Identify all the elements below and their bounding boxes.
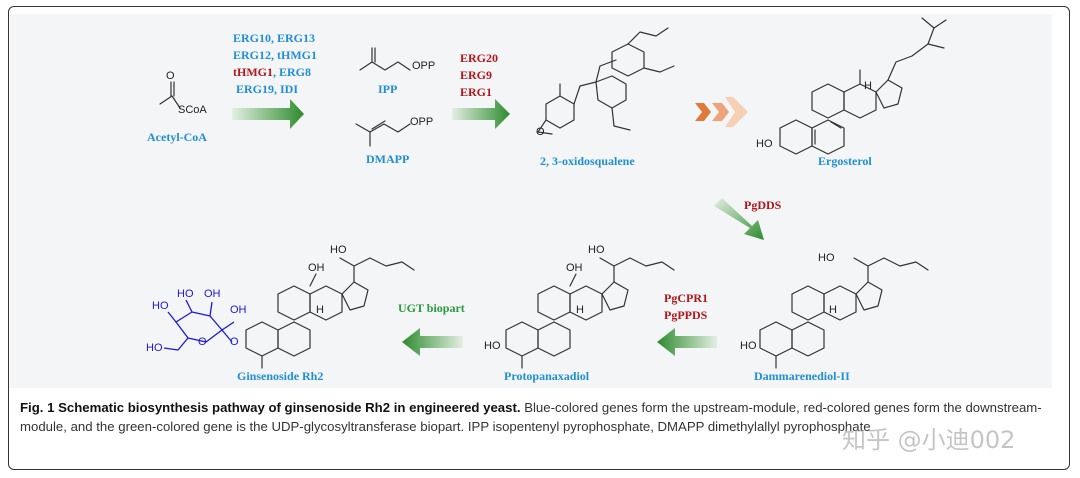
atom-opp-ipp: OPP	[412, 60, 436, 72]
watermark: 知乎 @小迪002	[842, 426, 1016, 454]
gene-pgppds: PgPPDS	[664, 308, 708, 322]
arrow-ergosterol	[695, 97, 748, 127]
gene-erg1: ERG1	[460, 85, 493, 99]
compound-dammarenediol: Dammarenediol-II	[754, 369, 850, 383]
caption-title: Fig. 1 Schematic biosynthesis pathway of…	[20, 400, 521, 415]
atom-o-glycosidic: O	[230, 336, 239, 348]
gene-line-1: ERG10, ERG13	[233, 31, 316, 45]
arrow-upstream	[232, 99, 304, 129]
atom-h-ppd: H	[576, 304, 584, 316]
caption-body: Blue-colored genes form the upstream-mod…	[20, 400, 1042, 434]
atom-o-epoxide: O	[536, 126, 545, 138]
acetyl-coa-structure	[159, 81, 181, 109]
arrow-downstream	[452, 99, 510, 129]
atom-h-rh2: H	[316, 304, 324, 316]
atom-o-carbonyl: O	[166, 70, 175, 82]
compound-acetyl-coa: Acetyl-CoA	[147, 130, 207, 144]
atom-h-dammarenediol: H	[829, 304, 837, 316]
atom-ho-ppd: HO	[484, 340, 501, 352]
atom-ho-ppd-side: HO	[588, 244, 605, 256]
arrow-ugt	[402, 328, 463, 356]
atom-ho-ergosterol: HO	[756, 138, 773, 150]
dmapp-structure	[355, 120, 411, 147]
atom-oh-glucose-2: OH	[204, 288, 221, 300]
atom-opp-dmapp: OPP	[410, 116, 434, 128]
atom-ho-glucose-4: HO	[152, 300, 169, 312]
compound-oxidosqualene: 2, 3-oxidosqualene	[540, 154, 635, 168]
atom-ho-rh2-side: HO	[330, 244, 347, 256]
atom-oh-glucose-3: OH	[230, 304, 247, 316]
atom-ho-dammarenediol: HO	[740, 340, 757, 352]
diagram-panel	[10, 14, 1052, 388]
ergosterol-structure	[779, 17, 947, 155]
atom-o-ring: O	[198, 336, 207, 348]
gene-erg20: ERG20	[460, 51, 499, 65]
protopanaxadiol-structure	[505, 257, 675, 369]
oxidosqualene-structure	[537, 27, 675, 135]
compound-ergosterol: Ergosterol	[818, 154, 872, 168]
gene-ugt-biopart: UGT biopart	[398, 301, 465, 315]
cpr-gene-list: PgCPR1 PgPPDS	[664, 290, 708, 324]
atom-oh-ppd: OH	[566, 262, 583, 274]
atom-oh-rh2: OH	[308, 262, 325, 274]
ipp-structure	[359, 47, 411, 71]
gene-erg9: ERG9	[460, 68, 493, 82]
dammarenediol-structure	[759, 257, 929, 369]
figure-caption: Fig. 1 Schematic biosynthesis pathway of…	[20, 398, 1060, 436]
compound-dmapp: DMAPP	[366, 152, 410, 166]
gene-line-2: ERG12, tHMG1	[233, 48, 317, 62]
gene-pgdds: PgDDS	[744, 198, 782, 212]
ginsenoside-aglycone-structure	[245, 257, 415, 369]
atom-h-ergosterol: H	[864, 80, 872, 92]
atom-ho-glucose-5: HO	[146, 342, 163, 354]
atom-ho-dammarenediol-side: HO	[818, 252, 835, 264]
compound-ipp: IPP	[378, 82, 398, 96]
upstream-gene-list: ERG10, ERG13 ERG12, tHMG1 tHMG1, ERG8 ER…	[233, 30, 317, 98]
gene-erg8: , ERG8	[273, 65, 312, 79]
glucose-structure	[163, 299, 235, 351]
gene-thmg1-red: tHMG1	[233, 65, 273, 79]
arrow-pgdds	[714, 198, 764, 240]
atom-ho-glucose-1: HO	[177, 288, 194, 300]
compound-protopanaxadiol: Protopanaxadiol	[504, 369, 590, 383]
compound-ginsenoside-rh2: Ginsenoside Rh2	[237, 369, 324, 383]
arrow-cpr	[657, 328, 717, 356]
gene-pgcpr1: PgCPR1	[664, 291, 708, 305]
downstream-gene-list: ERG20 ERG9 ERG1	[460, 50, 498, 101]
gene-line-4: ERG19, IDI	[236, 82, 299, 96]
atom-scoa: SCoA	[178, 104, 207, 116]
